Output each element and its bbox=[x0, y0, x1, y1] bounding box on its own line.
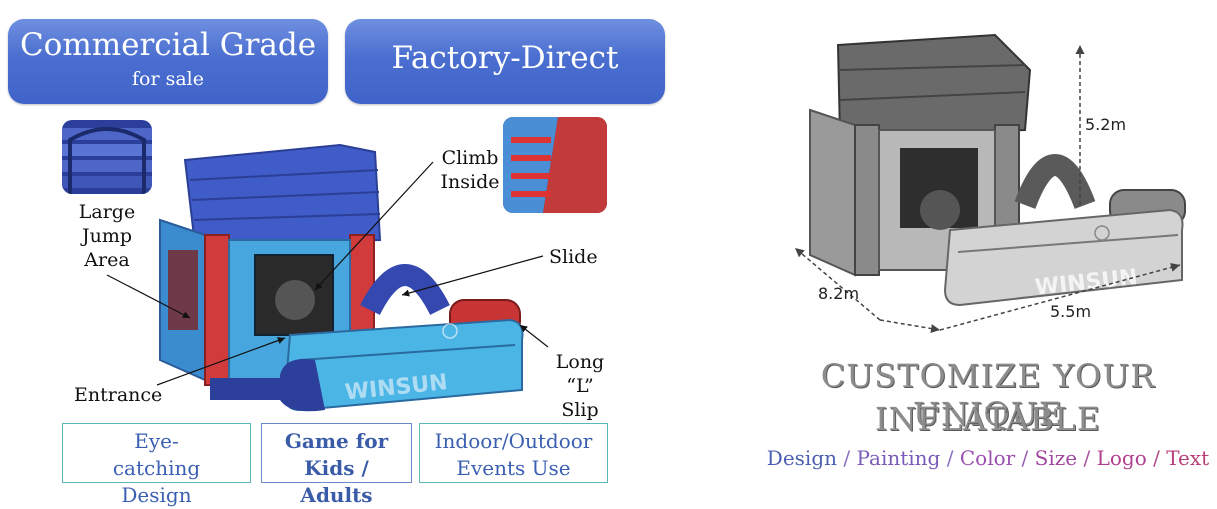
dimension-length: 8.2m bbox=[818, 284, 860, 303]
option-painting: Painting bbox=[856, 446, 941, 470]
commercial-grade-title: Commercial Grade bbox=[19, 27, 317, 63]
label-climb-inside: Climb Inside bbox=[440, 147, 500, 193]
factory-direct-title: Factory-Direct bbox=[391, 40, 619, 76]
option-separator: / bbox=[1153, 446, 1160, 470]
option-color: Color bbox=[959, 446, 1016, 470]
label-entrance: Entrance bbox=[74, 384, 163, 406]
customize-options: Design / Painting / Color / Size / Logo … bbox=[760, 446, 1216, 470]
option-separator: / bbox=[1083, 446, 1091, 470]
feature-game-for-kids-adults: Game for Kids / Adults bbox=[261, 423, 412, 507]
customize-headline-line1: CUSTOMIZE YOUR UNIQUE bbox=[820, 357, 1156, 433]
option-separator: / bbox=[1021, 446, 1029, 470]
jump-area-thumbnail-image bbox=[62, 120, 152, 194]
option-logo: Logo bbox=[1096, 446, 1147, 470]
label-long-l-slip: Long “L” Slip bbox=[555, 351, 605, 421]
dimension-width: 5.5m bbox=[1050, 302, 1092, 321]
label-slide: Slide bbox=[549, 246, 598, 268]
option-design: Design bbox=[766, 446, 838, 470]
customize-headline-line2: INFLATABLE bbox=[874, 400, 1102, 438]
feature-indoor-outdoor-events: Indoor/Outdoor Events Use bbox=[419, 423, 608, 483]
option-size: Size bbox=[1034, 446, 1078, 470]
feature-eye-catching-design: Eye-catching Design bbox=[62, 423, 251, 507]
commercial-grade-badge: Commercial Grade for sale bbox=[8, 19, 328, 104]
label-large-jump-area: Large Jump Area bbox=[78, 201, 136, 271]
climb-inside-thumbnail-image bbox=[503, 117, 607, 213]
commercial-grade-subtitle: for sale bbox=[132, 68, 204, 90]
climb-inside-thumbnail bbox=[503, 117, 607, 213]
option-separator: / bbox=[843, 446, 851, 470]
inflatable-product-illustration: WINSUN bbox=[159, 143, 524, 412]
jump-area-thumbnail bbox=[62, 120, 152, 194]
dimension-illustration: WINSUN bbox=[794, 33, 1186, 333]
factory-direct-badge: Factory-Direct bbox=[345, 19, 665, 104]
dimension-height: 5.2m bbox=[1085, 115, 1127, 134]
option-separator: / bbox=[946, 446, 954, 470]
option-text: Text bbox=[1166, 446, 1210, 470]
